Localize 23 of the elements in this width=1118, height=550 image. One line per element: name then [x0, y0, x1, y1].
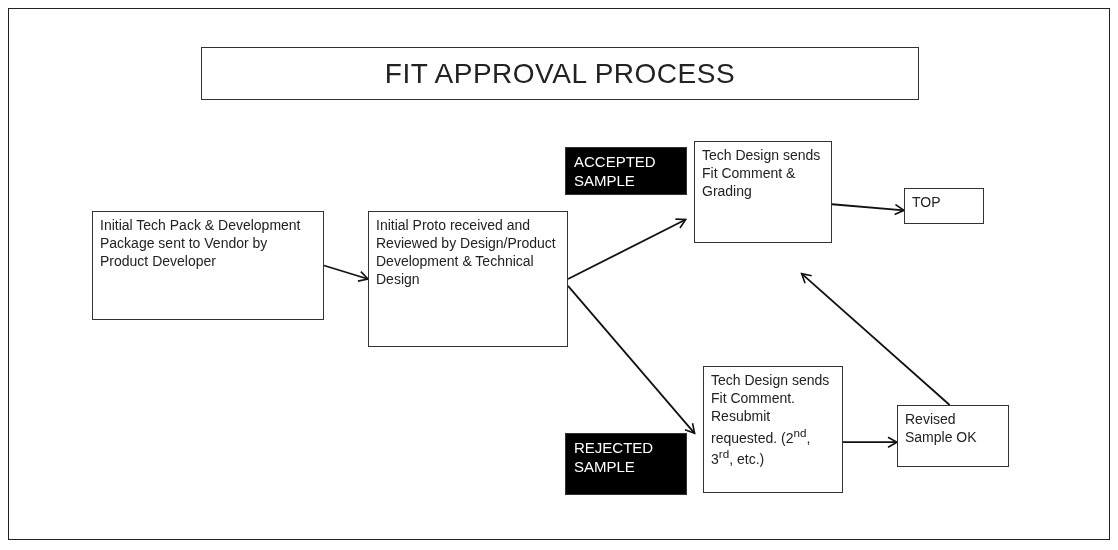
box-text: REJECTED SAMPLE	[574, 438, 655, 477]
arrow	[323, 264, 369, 282]
box-text: TOP	[912, 194, 942, 212]
process-box	[897, 405, 1009, 467]
process-box	[694, 141, 832, 243]
label-box	[565, 147, 687, 196]
box-text: Tech Design sends Fit Comment & Grading	[702, 147, 822, 201]
box-text: ACCEPTED SAMPLE	[574, 152, 657, 191]
process-box	[703, 366, 843, 493]
box-text: Initial Proto received and Reviewed by Design/Product Development & Technical Design	[376, 217, 557, 289]
arrow	[567, 218, 687, 280]
process-box	[904, 188, 984, 224]
process-box	[368, 211, 568, 347]
process-box	[92, 211, 324, 320]
arrow	[567, 284, 696, 435]
arrow	[842, 436, 898, 448]
box-text: Tech Design sends Fit Comment. Resubmit requested. (2$^{nd}$, 3$^{rd}$, etc.)	[711, 372, 831, 469]
label-box	[565, 433, 687, 495]
title: FIT APPROVAL PROCESS	[384, 57, 736, 90]
box-text: Revised Sample OK	[905, 411, 978, 447]
box-text: Initial Tech Pack & Development Package sent to Vendor by Product Developer	[100, 217, 302, 271]
arrow	[831, 203, 905, 216]
arrow	[800, 272, 951, 406]
